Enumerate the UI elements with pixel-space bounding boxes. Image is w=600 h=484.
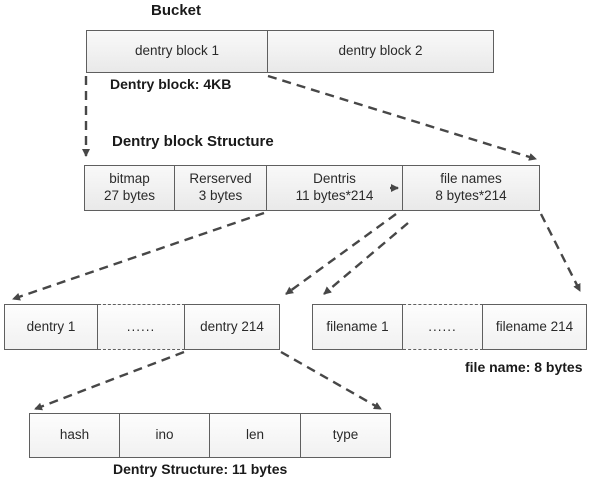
cell-dentry-1: dentry 1 — [4, 304, 98, 350]
cell-dentry-214: dentry 214 — [185, 304, 280, 350]
cell-len: len — [210, 413, 301, 458]
cell-hash: hash — [29, 413, 120, 458]
cell-type: type — [301, 413, 391, 458]
arrow-dentris-to-dentry214-icon — [285, 213, 397, 295]
cell-file-names-line2: 8 bytes*214 — [435, 188, 507, 203]
dentry-block-size-label: Dentry block: 4KB — [110, 76, 232, 92]
arrow-dentry214-to-hash-icon — [34, 350, 185, 411]
cell-dentry-block-2: dentry block 2 — [268, 30, 494, 73]
cell-dentris: Dentris 11 bytes*214 — [267, 165, 403, 211]
dentry-block-structure-title: Dentry block Structure — [112, 133, 274, 150]
bucket-title: Bucket — [151, 2, 202, 19]
cell-bitmap: bitmap 27 bytes — [84, 165, 175, 211]
bucket-box: dentry block 1 dentry block 2 — [86, 30, 494, 73]
file-name-size-label: file name: 8 bytes — [465, 359, 583, 375]
cell-dentry-ellipsis: ...... — [98, 304, 185, 350]
cell-reserved: Rerserved 3 bytes — [175, 165, 267, 211]
cell-bitmap-line1: bitmap — [109, 171, 150, 187]
arrow-structure-to-dentry1-icon — [12, 211, 265, 301]
filename-array-box: filename 1 ...... filename 214 — [312, 304, 587, 350]
dentry-block-structure-box: bitmap 27 bytes Rerserved 3 bytes Dentri… — [84, 165, 540, 211]
cell-reserved-line1: Rerserved — [189, 171, 252, 187]
arrow-dentry214-to-type-icon — [280, 350, 382, 411]
cell-dentry-block-1: dentry block 1 — [86, 30, 268, 73]
cell-filename-1: filename 1 — [312, 304, 403, 350]
dentry-structure-size-label: Dentry Structure: 11 bytes — [113, 461, 288, 477]
dentry-array-box: dentry 1 ...... dentry 214 — [4, 304, 280, 350]
arrow-structure-to-filename214-icon — [539, 213, 582, 292]
cell-ino: ino — [120, 413, 210, 458]
arrow-bucket-to-structure-right-icon — [267, 74, 537, 161]
cell-filename-ellipsis: ...... — [403, 304, 483, 350]
cell-dentris-line1: Dentris — [313, 171, 356, 187]
arrow-dentris-to-filename1-icon — [323, 222, 409, 295]
cell-reserved-line2: 3 bytes — [198, 188, 243, 203]
cell-file-names: file names 8 bytes*214 — [403, 165, 540, 211]
cell-dentris-line2: 11 bytes*214 — [295, 188, 374, 203]
dentry-fields-box: hash ino len type — [29, 413, 391, 458]
cell-filename-214: filename 214 — [483, 304, 587, 350]
cell-bitmap-line2: 27 bytes — [103, 188, 156, 203]
cell-file-names-line1: file names — [440, 171, 502, 187]
